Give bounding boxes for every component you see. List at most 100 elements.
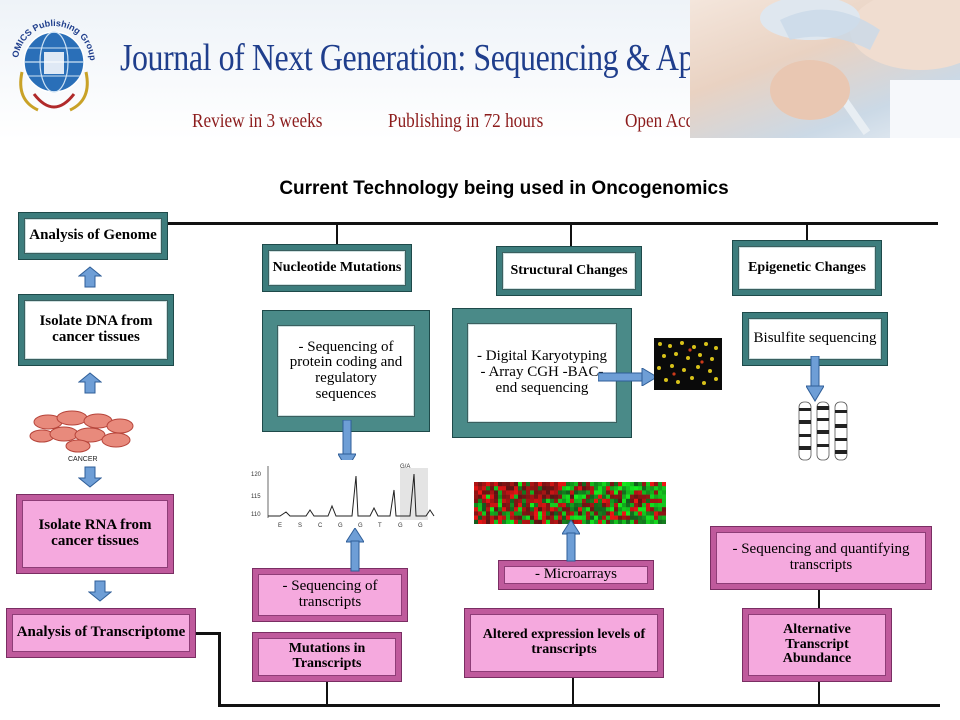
transcriptome-link: [196, 632, 220, 635]
heatmap-cell: [494, 507, 499, 512]
heatmap-cell: [558, 503, 563, 508]
heatmap-cell: [586, 519, 591, 524]
heatmap-cell: [658, 519, 663, 524]
heatmap-cell: [478, 494, 483, 500]
heatmap-cell: [482, 511, 487, 516]
heatmap-cell: [514, 490, 519, 495]
heatmap-cell: [494, 482, 499, 487]
heatmap-cell: [622, 498, 627, 504]
heatmap-cell: [654, 503, 659, 508]
heatmap-cell: [550, 507, 555, 512]
heatmap-cell: [638, 490, 643, 495]
heatmap-cell: [594, 486, 599, 491]
heatmap-cell: [614, 486, 619, 491]
heatmap-cell: [658, 494, 663, 500]
heatmap-cell: [570, 490, 575, 495]
heatmap-cell: [650, 490, 655, 495]
heatmap-cell: [538, 519, 543, 524]
transcriptome-drop: [218, 632, 221, 706]
svg-text:S: S: [298, 523, 302, 529]
heatmap-cell: [550, 519, 555, 524]
heatmap-cell: [650, 519, 655, 524]
heatmap-cell: [498, 519, 503, 524]
heatmap-cell: [634, 519, 639, 524]
heatmap-cell: [482, 494, 487, 500]
heatmap-cell: [534, 494, 539, 500]
heatmap-cell: [610, 490, 615, 495]
heatmap-cell: [598, 511, 603, 516]
heatmap-cell: [650, 511, 655, 516]
heatmap-cell: [518, 503, 523, 508]
heatmap-cell: [474, 519, 479, 524]
heatmap-cell: [630, 519, 635, 524]
heatmap-cell: [642, 515, 647, 521]
heatmap-cell: [510, 515, 515, 521]
heatmap-cell: [622, 507, 627, 512]
heatmap-cell: [554, 507, 559, 512]
heatmap-cell: [498, 494, 503, 500]
heatmap-cell: [546, 494, 551, 500]
heatmap-cell: [630, 515, 635, 521]
heatmap-cell: [542, 494, 547, 500]
heatmap-cell: [618, 490, 623, 495]
heatmap-cell: [526, 490, 531, 495]
heatmap-cell: [662, 482, 666, 487]
heatmap-cell: [534, 482, 539, 487]
heatmap-cell: [530, 498, 535, 504]
heatmap-cell: [538, 490, 543, 495]
heatmap-cell: [610, 511, 615, 516]
heatmap-cell: [610, 519, 615, 524]
heatmap-cell: [586, 498, 591, 504]
heatmap-cell: [534, 486, 539, 491]
heatmap-cell: [546, 519, 551, 524]
heatmap-cell: [562, 503, 567, 508]
heatmap-cell: [526, 498, 531, 504]
heatmap-cell: [578, 511, 583, 516]
svg-text:115: 115: [251, 494, 261, 500]
heatmap-cell: [506, 482, 511, 487]
heatmap-cell: [554, 482, 559, 487]
heatmap-cell: [586, 482, 591, 487]
heatmap-cell: [642, 507, 647, 512]
heatmap-cell: [622, 515, 627, 521]
heatmap-cell: [486, 486, 491, 491]
heatmap-cell: [546, 507, 551, 512]
heatmap-cell: [638, 494, 643, 500]
heatmap-cell: [478, 486, 483, 491]
heatmap-cell: [530, 503, 535, 508]
heatmap-cell: [654, 486, 659, 491]
heatmap-cell: [630, 490, 635, 495]
heatmap-cell: [538, 507, 543, 512]
heatmap-cell: [558, 515, 563, 521]
heatmap-cell: [490, 519, 495, 524]
heatmap-cell: [550, 494, 555, 500]
heatmap-cell: [574, 490, 579, 495]
heatmap-cell: [658, 515, 663, 521]
heatmap-cell: [502, 482, 507, 487]
heatmap-cell: [546, 515, 551, 521]
heatmap-cell: [602, 503, 607, 508]
heatmap-cell: [562, 494, 567, 500]
heatmap-cell: [578, 498, 583, 504]
heatmap-cell: [606, 482, 611, 487]
heatmap-cell: [530, 507, 535, 512]
heatmap-cell: [610, 515, 615, 521]
heatmap-cell: [606, 515, 611, 521]
heatmap-cell: [630, 494, 635, 500]
heatmap-cell: [626, 486, 631, 491]
heatmap-cell: [622, 519, 627, 524]
heatmap-cell: [574, 519, 579, 524]
heatmap-cell: [494, 511, 499, 516]
heatmap-cell: [570, 498, 575, 504]
heatmap-cell: [546, 511, 551, 516]
heatmap-cell: [522, 490, 527, 495]
heatmap-cell: [526, 503, 531, 508]
heatmap-cell: [630, 503, 635, 508]
heatmap-cell: [650, 515, 655, 521]
chromatogram-annotation: G/A: [400, 464, 410, 470]
heatmap-cell: [594, 503, 599, 508]
heatmap-cell: [482, 486, 487, 491]
heatmap-cell: [582, 503, 587, 508]
heatmap-cell: [598, 498, 603, 504]
heatmap-cell: [582, 519, 587, 524]
